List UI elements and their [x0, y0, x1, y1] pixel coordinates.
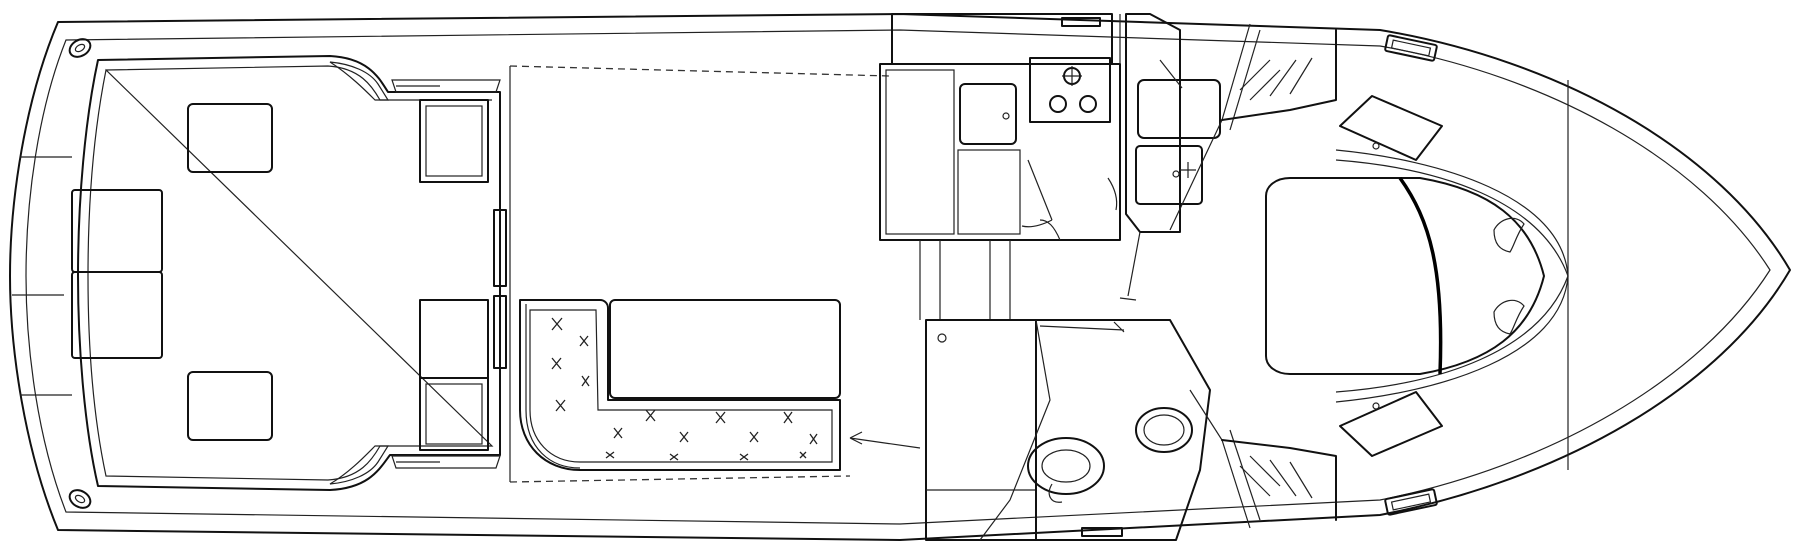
head-vent: [1081, 527, 1123, 537]
head-sink: [1135, 145, 1203, 205]
locker-bottom: [419, 377, 489, 451]
interior-bulkheads: [1039, 14, 1183, 241]
deck-hatch-bottom: [1384, 488, 1438, 516]
head-toilet: [1135, 407, 1193, 453]
berth-headboard-band: [1398, 176, 1443, 375]
stern-cleat-top: [68, 38, 92, 58]
galley-sink: [959, 83, 1017, 145]
locker-top: [419, 99, 489, 183]
galley-stove: [1029, 57, 1111, 123]
l-settee: [519, 299, 841, 471]
salon-table: [609, 299, 841, 399]
salon: [509, 65, 921, 483]
hull-outline: [9, 13, 1791, 541]
galley-counter: [879, 63, 1121, 241]
cockpit-box-lower: [71, 271, 163, 359]
v-berth: [1265, 177, 1545, 375]
cockpit-hatch-bottom: [187, 371, 273, 441]
cockpit-hatch-top: [187, 103, 273, 173]
locker-mid: [419, 299, 489, 379]
galley: [879, 13, 1121, 320]
forward-stateroom: [1169, 23, 1569, 529]
shelf-bottom: [1339, 391, 1443, 457]
vanity-top: [1137, 79, 1221, 139]
upholstery-pattern: [551, 317, 818, 461]
cockpit: [71, 55, 507, 491]
head-basin: [1027, 437, 1105, 495]
shelf-top: [1339, 95, 1443, 161]
galley-vent: [1061, 17, 1101, 27]
cockpit-box-upper: [71, 189, 163, 273]
stern-cleat-bottom: [68, 489, 92, 509]
hanging-locker-bottom: [1221, 439, 1337, 521]
deck-hatch-top: [1384, 34, 1438, 62]
forward-head-top: [1107, 13, 1221, 301]
lower-head: [925, 319, 1211, 541]
hanging-locker-top: [1221, 29, 1337, 121]
lower-cabinet: [925, 319, 1037, 541]
